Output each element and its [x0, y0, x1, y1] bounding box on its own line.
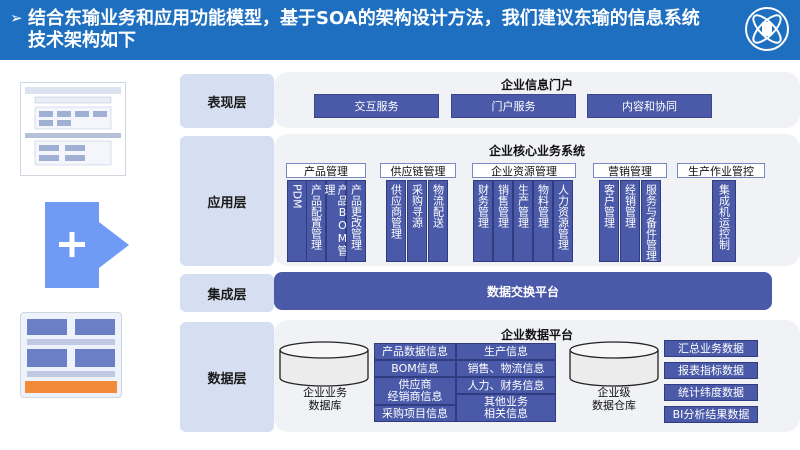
group-head-product: 产品管理: [286, 163, 366, 178]
output-data-box: 汇总业务数据: [664, 340, 758, 357]
app-module: 财务管理: [473, 180, 493, 262]
layer-label-data: 数据层: [180, 322, 274, 432]
core-title: 企业核心业务系统: [488, 144, 585, 158]
architecture-thumbnail-bottom: [20, 312, 122, 398]
db-right-label: 企业级 数据仓库: [592, 386, 636, 412]
app-module: PDM: [287, 180, 307, 262]
group-head-marketing: 营销管理: [593, 163, 667, 178]
app-module: 物流配送: [428, 180, 448, 262]
data-exchange-platform: 数据交换平台: [274, 272, 772, 310]
data-cell: 人力、财务信息: [456, 377, 556, 394]
data-cell: 供应商 经销商信息: [374, 377, 456, 405]
portal-item-collab: 内容和协同: [587, 94, 712, 118]
data-cell: BOM信息: [374, 360, 456, 377]
app-module: 产品BOM管理: [323, 180, 349, 262]
slide-header: ➢ 结合东瑜业务和应用功能模型，基于SOA的架构设计方法，我们建议东瑜的信息系统…: [0, 0, 800, 60]
app-module: 人力资源管理: [553, 180, 573, 262]
app-module: 物料管理: [533, 180, 553, 262]
app-module: 产品配置管理: [306, 180, 326, 262]
output-data-box: BI分析结果数据: [664, 406, 758, 423]
data-cell: 产品数据信息: [374, 343, 456, 360]
data-cell: 生产信息: [456, 343, 556, 360]
app-module: 采购寻源: [407, 180, 427, 262]
app-module: 经销管理: [620, 180, 640, 262]
app-module: 集成机运控制: [712, 180, 736, 262]
atom-logo-icon: [745, 7, 789, 51]
portal-item-interaction: 交互服务: [314, 94, 439, 118]
app-module: 产品更改管理: [346, 180, 366, 262]
app-module: 生产管理: [513, 180, 533, 262]
group-head-production: 生产作业管控: [677, 163, 765, 178]
group-head-supply: 供应链管理: [380, 163, 456, 178]
app-module: 供应商管理: [386, 180, 406, 262]
output-data-box: 报表指标数据: [664, 362, 758, 379]
group-head-erp: 企业资源管理: [472, 163, 576, 178]
portal-item-portal: 门户服务: [451, 94, 576, 118]
data-platform-title: 企业数据平台: [500, 328, 573, 342]
plus-arrow-icon: [45, 202, 129, 288]
layer-label-application: 应用层: [180, 136, 274, 266]
architecture-thumbnail-top: [20, 82, 126, 176]
layer-label-presentation: 表现层: [180, 74, 274, 128]
data-cell: 其他业务 相关信息: [456, 394, 556, 422]
bullet-arrow-icon: ➢: [10, 9, 23, 27]
data-warehouse-cylinder-icon: [569, 341, 659, 387]
slide-title: 结合东瑜业务和应用功能模型，基于SOA的架构设计方法，我们建议东瑜的信息系统技术…: [28, 8, 700, 51]
database-cylinder-icon: [279, 341, 369, 387]
layer-label-integration: 集成层: [180, 274, 274, 312]
portal-title: 企业信息门户: [500, 78, 573, 92]
data-cell: 销售、物流信息: [456, 360, 556, 377]
app-module: 服务与备件管理: [641, 180, 661, 262]
app-module: 销售管理: [493, 180, 513, 262]
data-cell: 采购项目信息: [374, 405, 456, 422]
output-data-box: 统计纬度数据: [664, 384, 758, 401]
app-module: 客户管理: [599, 180, 619, 262]
db-left-label: 企业业务 数据库: [303, 386, 347, 412]
